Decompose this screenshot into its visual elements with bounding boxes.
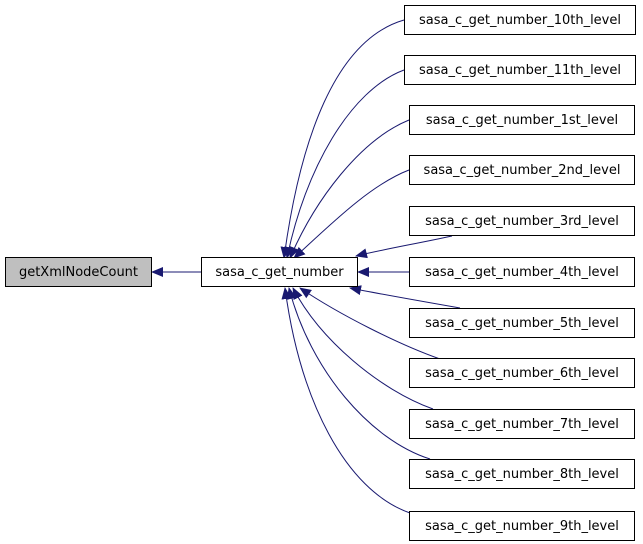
- node-sasa-c-get-number-5th-level[interactable]: sasa_c_get_number_5th_level: [409, 308, 635, 338]
- edge-6th-to-hub: [299, 287, 441, 360]
- node-sasa-c-get-number-2nd-level[interactable]: sasa_c_get_number_2nd_level: [409, 155, 635, 185]
- node-sasa-c-get-number-7th-level[interactable]: sasa_c_get_number_7th_level: [409, 409, 635, 439]
- node-sasa-c-get-number-11th-level[interactable]: sasa_c_get_number_11th_level: [404, 55, 636, 85]
- edge-1st-to-hub: [289, 119, 410, 259]
- edge-9th-to-hub: [281, 287, 411, 514]
- node-sasa-c-get-number-4th-level[interactable]: sasa_c_get_number_4th_level: [409, 257, 635, 287]
- edge-11th-to-hub: [284, 69, 405, 259]
- node-sasa-c-get-number[interactable]: sasa_c_get_number: [201, 257, 358, 287]
- node-sasa-c-get-number-10th-level[interactable]: sasa_c_get_number_10th_level: [404, 5, 636, 35]
- node-getxmlnodecount: getXmlNodeCount: [5, 257, 152, 287]
- node-sasa-c-get-number-8th-level[interactable]: sasa_c_get_number_8th_level: [409, 459, 635, 489]
- node-sasa-c-get-number-6th-level[interactable]: sasa_c_get_number_6th_level: [409, 358, 635, 388]
- node-sasa-c-get-number-9th-level[interactable]: sasa_c_get_number_9th_level: [409, 511, 635, 541]
- edge-5th-to-hub: [349, 285, 461, 309]
- node-sasa-c-get-number-1st-level[interactable]: sasa_c_get_number_1st_level: [409, 105, 635, 135]
- edge-8th-to-hub: [286, 287, 431, 460]
- node-sasa-c-get-number-3rd-level[interactable]: sasa_c_get_number_3rd_level: [409, 206, 635, 236]
- edge-3rd-to-hub: [355, 235, 453, 259]
- edge-10th-to-hub: [280, 19, 405, 259]
- edge-2nd-to-hub: [293, 169, 410, 259]
- edge-7th-to-hub: [292, 287, 434, 410]
